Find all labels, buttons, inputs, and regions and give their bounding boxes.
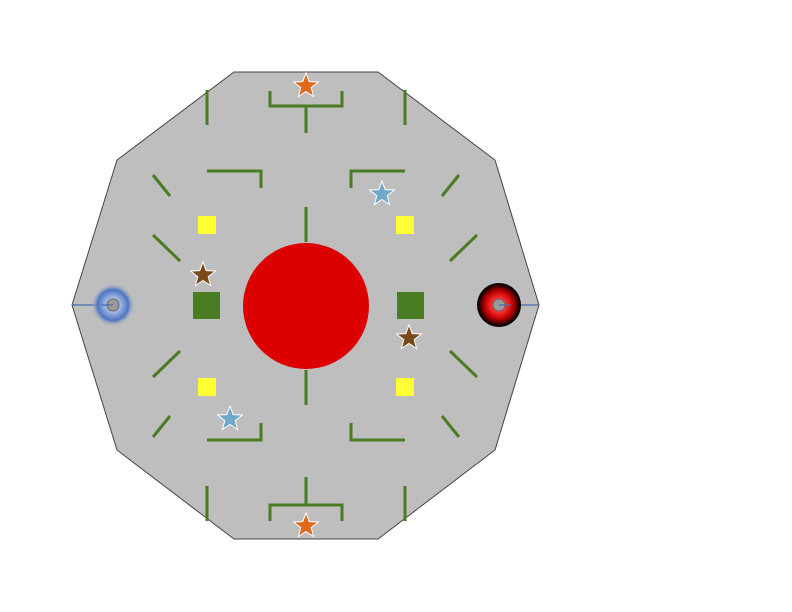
star-icon[interactable] [292,511,320,538]
stars-layer [189,71,423,538]
diag-8 [440,415,461,438]
diag-2 [440,174,461,197]
yellow-tile [396,378,414,396]
bracket-top-right [349,169,405,188]
star-icon[interactable] [292,71,320,98]
diag-6 [448,349,479,379]
center-zone [243,243,369,369]
star-icon[interactable] [189,260,217,287]
star-icon[interactable] [216,404,244,431]
yellow-tile [396,216,414,234]
green-block [397,292,424,319]
red-robot-icon[interactable] [477,283,521,327]
diag-3 [151,233,182,263]
green-block [193,292,220,319]
yellow-tile [198,216,216,234]
yellow-tile [198,378,216,396]
blue-robot-icon[interactable] [91,283,135,327]
diag-5 [151,349,182,379]
diag-1 [151,174,172,197]
arena-walls [151,90,479,521]
diag-7 [151,415,172,438]
bracket-bottom-left [207,423,263,442]
bracket-top-left [207,169,263,188]
star-icon[interactable] [368,179,396,206]
diag-4 [448,233,479,263]
star-icon[interactable] [395,323,423,350]
bracket-bottom-right [349,423,405,442]
